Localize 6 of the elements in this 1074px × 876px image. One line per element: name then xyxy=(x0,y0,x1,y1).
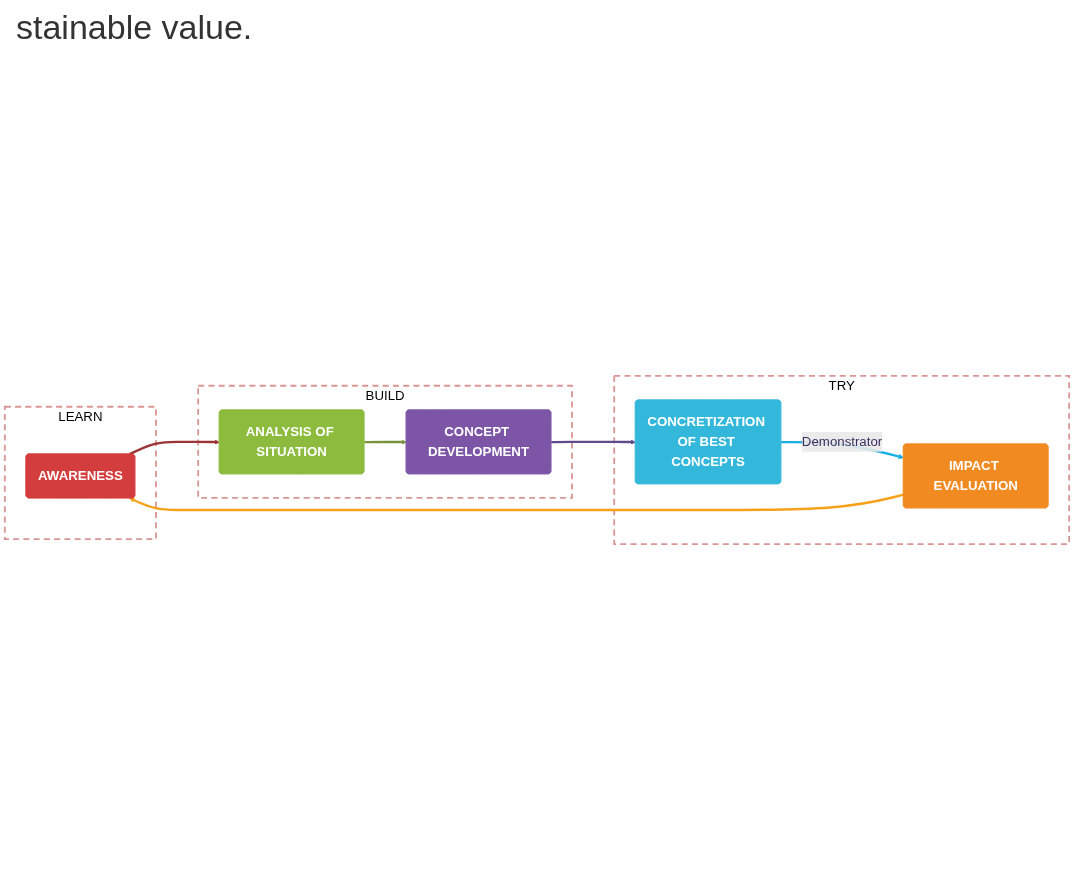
note-text: stainable value. xyxy=(16,8,253,46)
edge-label: Demonstrator xyxy=(801,434,883,450)
arrow xyxy=(551,439,636,445)
arrow xyxy=(129,439,220,456)
arrow xyxy=(364,439,407,445)
arrow xyxy=(129,493,904,512)
